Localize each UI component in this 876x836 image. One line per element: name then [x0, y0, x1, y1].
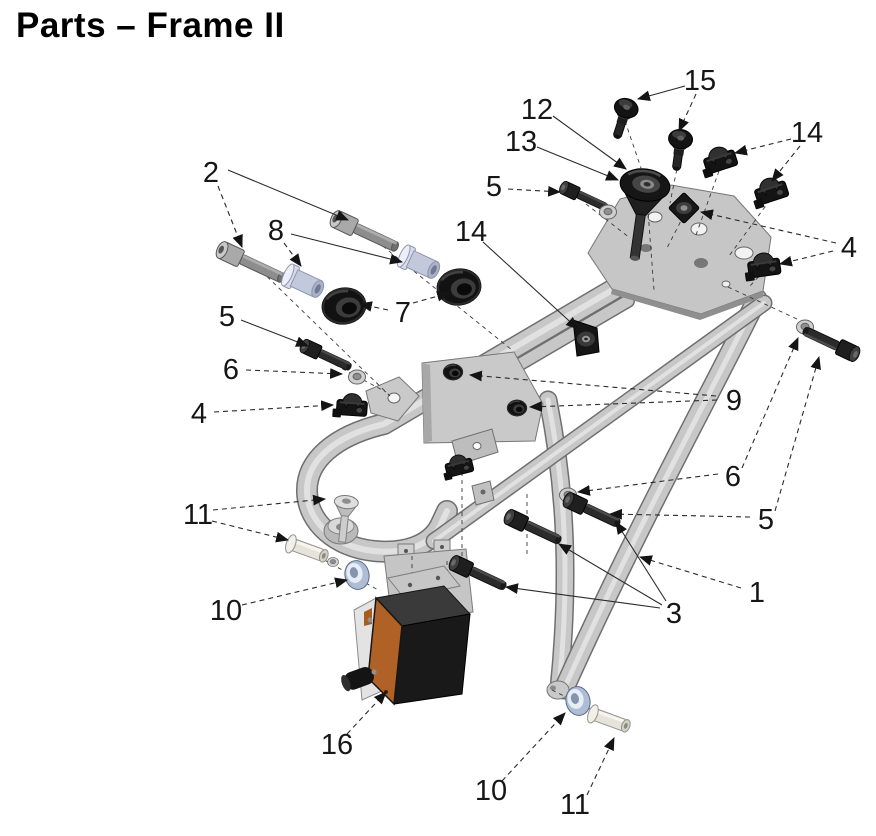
part-washer — [348, 369, 366, 385]
callout-label-12: 12 — [521, 94, 553, 126]
top-gusset-plate — [587, 184, 772, 320]
callout-label-7: 7 — [395, 297, 411, 329]
rail-tab — [471, 480, 495, 506]
leader-line-14 — [771, 145, 801, 182]
guide-line — [728, 199, 771, 257]
leader-line-11 — [586, 737, 615, 796]
part-bushing — [394, 242, 444, 284]
leader-line-11 — [212, 494, 327, 511]
leader-line-6 — [576, 473, 719, 496]
callout-label-11: 11 — [560, 789, 590, 821]
leader-line-3 — [615, 521, 667, 602]
part-grommet — [506, 399, 528, 417]
leader-line-14 — [482, 241, 579, 330]
leader-line-14 — [733, 138, 792, 156]
leader-line-15 — [678, 93, 697, 132]
part-mushroom-bolt — [604, 94, 642, 143]
leader-line-7 — [358, 301, 389, 312]
part-white-pin — [584, 702, 634, 737]
guide-line — [695, 170, 720, 236]
callout-label-5: 5 — [219, 301, 235, 333]
part-clamp — [331, 391, 369, 421]
callout-label-14: 14 — [791, 117, 823, 149]
callout-label-9: 9 — [726, 385, 742, 417]
leader-line-4 — [213, 400, 335, 413]
part-washer — [327, 557, 339, 567]
callout-label-6: 6 — [223, 354, 239, 386]
leader-line-2 — [217, 185, 243, 249]
part-cup-washer — [341, 557, 373, 593]
callout-label-8: 8 — [268, 215, 284, 247]
leader-line-8 — [283, 242, 302, 267]
part-grommet — [433, 264, 485, 310]
part-mushroom-bolt — [663, 127, 695, 173]
callout-label-11: 11 — [183, 499, 213, 531]
leader-line-10 — [501, 712, 566, 782]
part-washer — [599, 204, 617, 220]
leader-line-2 — [227, 169, 350, 221]
leader-line-4 — [778, 250, 834, 267]
leader-line-5 — [507, 185, 562, 197]
part-black-bolt — [297, 337, 355, 375]
leader-line-10 — [241, 577, 349, 606]
leader-line-13 — [536, 146, 620, 181]
callout-label-2: 2 — [203, 157, 219, 189]
leader-line-16 — [346, 691, 387, 735]
callout-label-4: 4 — [191, 398, 207, 430]
callout-label-4: 4 — [841, 232, 857, 264]
callout-label-13: 13 — [505, 126, 537, 158]
part-black-bolt — [799, 322, 863, 364]
callout-label-5: 5 — [486, 171, 502, 203]
leader-line-8 — [290, 233, 404, 265]
callout-label-6: 6 — [725, 461, 741, 493]
leader-line-15 — [636, 85, 686, 102]
leader-line-9 — [528, 399, 718, 412]
callout-label-10: 10 — [475, 775, 507, 807]
leader-line-5 — [608, 508, 751, 520]
guide-line — [624, 120, 642, 169]
leader-line-6 — [741, 337, 799, 469]
page-title: Parts – Frame II — [16, 6, 285, 45]
leader-line-3 — [504, 583, 661, 609]
guide-line — [249, 259, 391, 397]
leader-line-11 — [211, 520, 290, 543]
callout-label-5: 5 — [758, 504, 774, 536]
part-clamp — [746, 172, 792, 211]
callout-label-15: 15 — [684, 65, 716, 97]
callout-label-10: 10 — [210, 595, 242, 627]
leader-line-12 — [552, 115, 627, 170]
guide-line — [666, 214, 685, 249]
part-bushing — [278, 261, 328, 303]
leader-line-7 — [412, 290, 451, 304]
guide-line — [585, 203, 631, 239]
leg-end-boss — [546, 680, 570, 700]
callout-label-3: 3 — [666, 598, 682, 630]
callout-label-1: 1 — [749, 577, 765, 609]
callout-leader-lines — [211, 85, 837, 796]
leader-line-5 — [240, 319, 310, 347]
leader-line-6 — [245, 368, 344, 379]
leader-line-5 — [774, 355, 821, 512]
callout-label-14: 14 — [455, 216, 487, 248]
part-grommet — [318, 283, 370, 329]
leader-line-3 — [558, 543, 663, 606]
callout-label-16: 16 — [321, 729, 353, 761]
part-grommet — [442, 363, 464, 381]
